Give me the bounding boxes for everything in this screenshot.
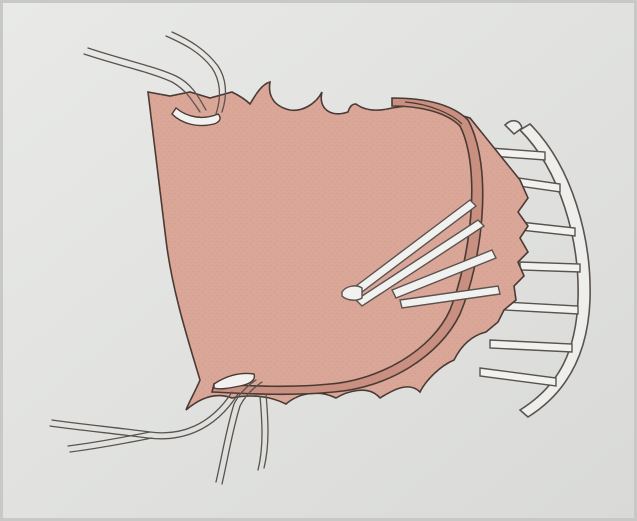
illustration-frame <box>0 0 637 521</box>
suture-illustration <box>0 0 637 521</box>
